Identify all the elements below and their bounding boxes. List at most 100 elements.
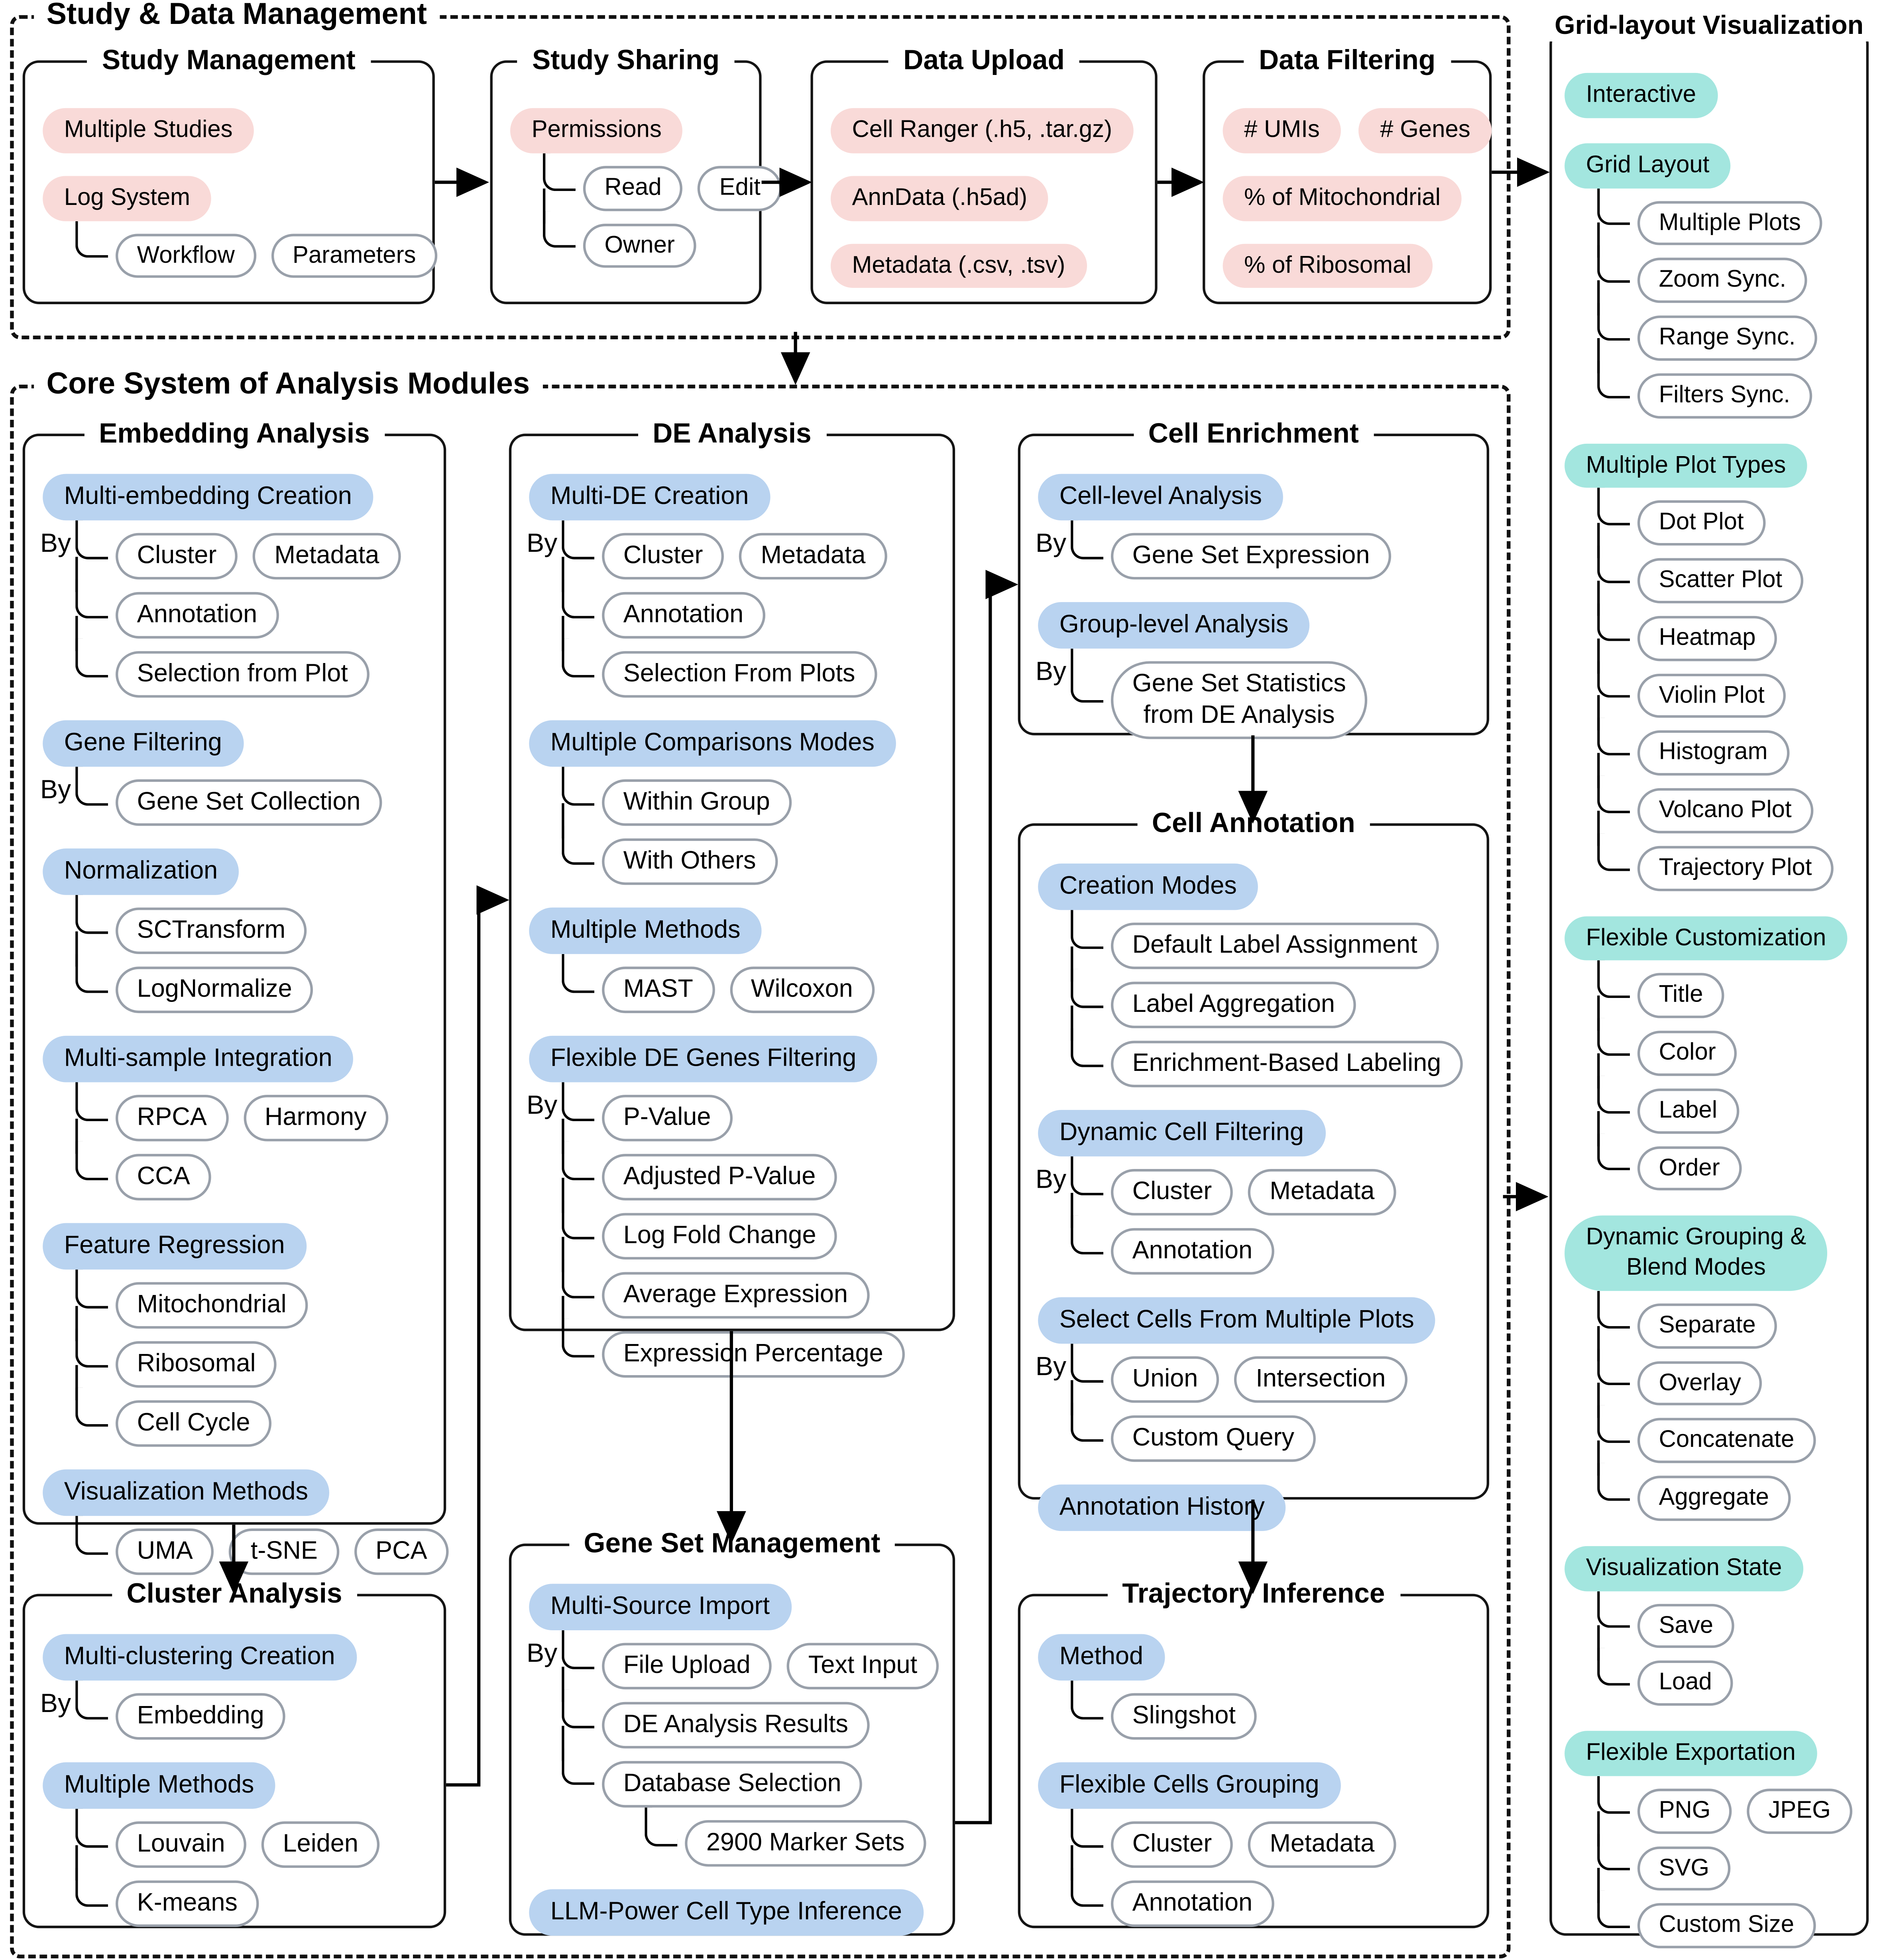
by-label: By [526,1639,558,1668]
rpca-pill: RPCA [116,1095,228,1141]
lognormalize-pill: LogNormalize [116,966,314,1013]
tree-row: Adjusted P-Value [562,1141,940,1213]
cluster-pill: Cluster [1111,1169,1233,1216]
tree-row: Label [1597,1075,1854,1145]
tree-row: Database Selection 2900 Marker Sets [562,1748,940,1867]
tree-row: Mitochondrial [75,1269,431,1341]
multi-clustering-creation-pill: Multi-clustering Creation [43,1634,357,1681]
umis-pill: # UMIs [1223,108,1341,153]
histogram-pill: Histogram [1637,730,1789,776]
annotation-pill: Annotation [602,592,765,639]
tree-row: Selection from Plot [75,638,431,698]
tree-row: SCTransform [75,895,431,967]
tree-row: Range Sync. [1597,303,1854,373]
data-upload-tree: Cell Ranger (.h5, .tar.gz)AnnData (.h5ad… [830,108,1142,288]
tree-group: Multiple Studies [43,108,420,153]
by-label: By [40,529,71,558]
tree-children: Gene Set Expression [1071,520,1474,580]
tree-row: Overlay [1597,1348,1854,1418]
section-label: Core System of Analysis Modules [34,367,543,402]
box-title: Study Management [87,44,371,77]
tree-row: Separate [1597,1291,1854,1360]
tree-row: Volcano Plot [1597,775,1854,846]
multi-source-import-pill: Multi-Source Import [529,1584,791,1631]
tree-row: Gene Set Statistics from DE Analysis [1071,648,1474,739]
heatmap-pill: Heatmap [1637,616,1777,661]
visualization-methods-pill: Visualization Methods [43,1469,330,1516]
permissions-pill: Permissions [510,108,683,153]
volcano-plot-pill: Volcano Plot [1637,788,1813,833]
metadata-pill: Metadata [1248,1821,1396,1868]
text-input-pill: Text Input [787,1643,939,1690]
tree-row: Default Label Assignment [1071,910,1474,982]
multiple-methods-pill: Multiple Methods [43,1762,276,1809]
tree-row: K-means [75,1868,431,1927]
tree-row: Cell Cycle [75,1387,431,1447]
tree-row: Expression Percentage [562,1318,940,1378]
cluster-pill: Cluster [1111,1821,1233,1868]
color-pill: Color [1637,1031,1738,1076]
zoom-sync-pill: Zoom Sync. [1637,258,1808,303]
genes-pill: # Genes [1358,108,1492,153]
overlay-pill: Overlay [1637,1360,1763,1406]
tree-row: Order [1597,1133,1854,1191]
flexible-cells-grouping-pill: Flexible Cells Grouping [1038,1762,1341,1809]
annotation-history-pill: Annotation History [1038,1484,1286,1531]
cell-level-analysis-pill: Cell-level Analysis [1038,474,1284,521]
tree-children: Embedding [75,1681,431,1740]
sctransform-pill: SCTransform [116,907,307,954]
database-selection-pill: Database Selection [602,1761,863,1808]
box-title: Cluster Analysis [111,1577,358,1610]
tree-row: Slingshot [1071,1681,1474,1740]
concatenate-pill: Concatenate [1637,1418,1816,1463]
section-label: Study & Data Management [34,0,440,33]
ribosomal-pill: Ribosomal [116,1341,277,1388]
select-cells-from-multiple-plots-pill: Select Cells From Multiple Plots [1038,1297,1436,1344]
owner-pill: Owner [583,223,696,268]
cluster-pill: Cluster [602,533,725,580]
tree-row: Owner [543,211,747,268]
tree-row: Custom Query [1071,1403,1474,1462]
annotation-pill: Annotation [1111,1228,1274,1275]
tree-group: % of Ribosomal [1223,243,1477,288]
tree-row: Embedding [75,1681,431,1740]
tree-row: With Others [562,826,940,885]
tree-row: Load [1597,1648,1854,1706]
tree-row: Gene Set Collection [75,767,431,826]
2900-marker-sets-pill: 2900 Marker Sets [685,1820,926,1867]
workflow-pill: Workflow [116,233,256,278]
